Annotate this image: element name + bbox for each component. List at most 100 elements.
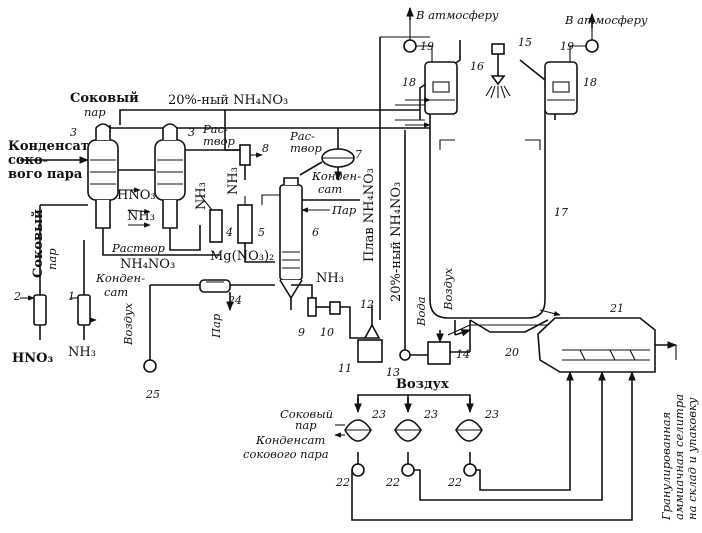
label-juice-steam-top: Соковый	[70, 91, 139, 106]
label-steam-6: Пар	[331, 203, 357, 217]
label-water: Вода	[414, 296, 428, 327]
melt-tank-15	[491, 43, 505, 76]
label-hno3-bottom: HNO₃	[12, 351, 53, 366]
label-solution-a-2: твор	[203, 134, 236, 148]
neutralizer-3-right	[154, 123, 186, 240]
label-condensate-1: Конден-	[95, 271, 145, 285]
label-condensate-1-2: сат	[104, 285, 128, 299]
heater-24	[149, 279, 275, 360]
num-21: 21	[609, 302, 624, 315]
pump-12	[363, 305, 381, 339]
pump-13	[399, 340, 428, 361]
additive-reactor-5	[237, 196, 275, 263]
num-23b: 23	[423, 408, 438, 421]
num-23c: 23	[484, 408, 499, 421]
label-granulated-2: аммиачная селитра	[672, 394, 686, 520]
blower-22-2	[401, 380, 603, 501]
label-condensate-juice-3: вого пара	[8, 167, 83, 182]
num-13: 13	[386, 366, 400, 379]
fan-19-left	[403, 7, 433, 62]
label-steam-24: Пар	[209, 313, 223, 339]
label-nh3-a: NH₃	[194, 182, 209, 210]
label-solution-a: Рас-	[202, 122, 228, 136]
label-granulated-3: на склад и упаковку	[685, 397, 699, 520]
num-22b: 22	[385, 476, 400, 489]
label-juice-steam-top-2: пар	[84, 105, 106, 119]
label-mg-nitrate: Mg(NO₃)₂	[210, 249, 274, 264]
num-7: 7	[355, 148, 362, 161]
num-22c: 22	[447, 476, 462, 489]
label-condensate-6: Конден-	[311, 169, 361, 183]
num-20: 20	[504, 346, 519, 359]
label-solution-nitrate: Раствор	[111, 241, 166, 255]
label-solution-b: Рас-	[289, 129, 315, 143]
tank-11	[357, 339, 383, 363]
air-header-bottom	[354, 394, 474, 413]
scrubber-18-left	[424, 61, 458, 115]
air-inlet	[454, 320, 471, 337]
label-nh3-mid: NH₃	[127, 209, 155, 224]
filter-9-10	[291, 284, 365, 339]
num-9: 9	[298, 326, 305, 339]
num-19b: 19	[560, 40, 574, 53]
num-15: 15	[518, 36, 532, 49]
heater-23-2	[394, 419, 422, 442]
num-1: 1	[68, 290, 75, 303]
label-nitrate-20-top: 20%-ный NH₄NO₃	[168, 93, 288, 108]
num-11: 11	[338, 362, 352, 375]
label-atm-left: В атмосферу	[415, 8, 499, 22]
heater-2	[20, 204, 88, 340]
heater-23-3	[455, 419, 483, 442]
num-3a: 3	[70, 126, 77, 139]
label-condensate-23-2: сокового пара	[243, 447, 329, 461]
num-4: 4	[225, 226, 233, 239]
label-condensate-juice-2: соко-	[8, 153, 48, 168]
num-19a: 19	[420, 40, 434, 53]
label-solution-nitrate-2: NH₄NO₃	[120, 257, 175, 272]
num-23a: 23	[371, 408, 386, 421]
label-condensate-6-2: сат	[318, 182, 342, 196]
label-air-left: Воздух	[121, 302, 135, 346]
heater-1	[70, 240, 97, 340]
fluid-bed-cooler-21	[537, 317, 677, 373]
label-nh3-b: NH₃	[226, 167, 241, 195]
evaporator-6	[261, 177, 360, 310]
num-16: 16	[470, 60, 484, 73]
scrubber-18-right	[544, 61, 578, 115]
tank-14	[427, 320, 471, 365]
air-blower-25	[143, 359, 157, 373]
label-granulated: Гранулированная	[659, 412, 673, 521]
num-18a: 18	[402, 76, 416, 89]
num-18b: 18	[583, 76, 597, 89]
separator-7	[299, 128, 355, 181]
label-nitrate-20-vert: 20%-ный NH₄NO₃	[389, 182, 404, 302]
num-10: 10	[320, 326, 334, 339]
label-nh3-bottom: NH₃	[68, 345, 96, 360]
label-solution-b-2: твор	[290, 141, 323, 155]
label-hno3-mid: HNO₃	[117, 188, 156, 203]
label-air-mid: Воздух	[441, 267, 455, 311]
num-3b: 3	[188, 126, 195, 139]
num-5: 5	[258, 226, 265, 239]
label-air-bottom: Воздух	[396, 377, 449, 392]
sprayer-16	[485, 75, 511, 99]
num-14: 14	[456, 348, 470, 361]
num-12: 12	[360, 298, 374, 311]
num-24: 24	[227, 294, 242, 307]
blower-22-1	[351, 380, 633, 521]
neutralizer-pipes	[20, 149, 240, 256]
additive-reactor-4	[199, 194, 223, 243]
num-8: 8	[262, 142, 269, 155]
label-melt-nitrate: Плав NH₄NO₃	[362, 168, 377, 262]
heater-23-1	[344, 419, 372, 442]
label-juice-steam-left-2: пар	[45, 248, 59, 270]
label-condensate-juice: Конденсат	[8, 139, 89, 154]
neutralizer-3-left	[87, 123, 119, 240]
label-atm-right: В атмосферу	[564, 13, 648, 27]
label-condensate-23: Конденсат	[255, 433, 325, 447]
num-17: 17	[554, 206, 568, 219]
separator-8	[224, 110, 263, 180]
num-6: 6	[312, 226, 319, 239]
